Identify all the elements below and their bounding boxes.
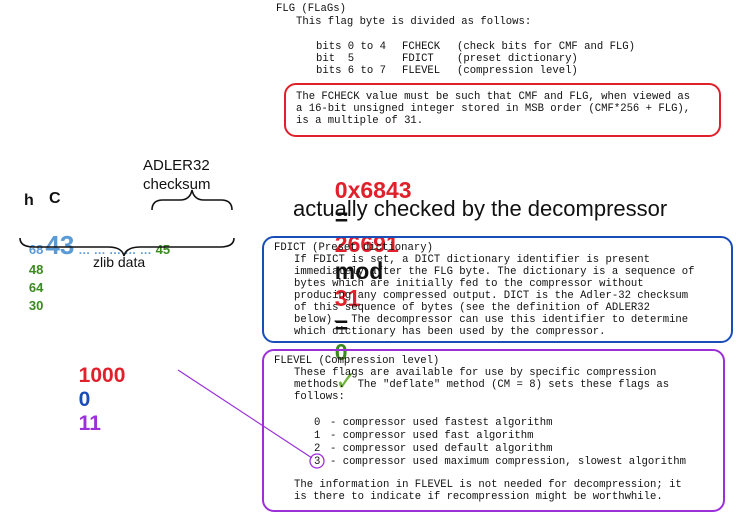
- checksum-byte-2: 64: [28, 280, 44, 295]
- flevel-connector-line: [177, 369, 313, 459]
- equation-modulus: 31: [334, 285, 361, 311]
- adler-label: ADLER32: [143, 157, 210, 174]
- equation-equals-2: =: [334, 312, 349, 338]
- zlib-data-brace: [19, 237, 235, 257]
- flevel-option-1-num: 1: [314, 430, 321, 442]
- fcheck-box: The FCHECK value must be such that CMF a…: [284, 83, 721, 137]
- flevel-option-2-num: 2: [314, 443, 321, 455]
- h-label: h: [24, 192, 34, 209]
- checksum-equation: 0x6843 = 26691 mod 31 = 0 ✓: [322, 150, 412, 397]
- fdict-heading: FDICT (Preset dictionary): [274, 242, 433, 254]
- fcheck-bits-value: 1000: [78, 364, 126, 387]
- option-3-highlight-circle: [309, 453, 325, 469]
- fdict-line-2: bytes which are initially fed to the com…: [294, 278, 644, 290]
- fdict-box: FDICT (Preset dictionary) If FDICT is se…: [262, 236, 733, 343]
- checksum-byte-3: 30: [28, 298, 44, 313]
- flg-intro: This flag byte is divided as follows:: [296, 16, 532, 28]
- flevel-option-3-num: 3: [314, 456, 321, 468]
- flg-desc-2: (compression level): [457, 65, 578, 77]
- flg-bits-1: bit 5: [316, 53, 355, 65]
- decompressor-caption: actually checked by the decompressor: [293, 196, 668, 221]
- checksum-byte-0: 45: [155, 242, 171, 257]
- c-label: C: [49, 190, 61, 207]
- flg-name-2: FLEVEL: [402, 65, 441, 77]
- fcheck-line-1: a 16-bit unsigned integer stored in MSB …: [296, 103, 691, 115]
- equation-mod: mod: [334, 258, 384, 284]
- fdict-line-4: of this sequence of bytes (see the defin…: [294, 302, 651, 314]
- equation-equals-1: =: [334, 204, 349, 230]
- flevel-option-3-text: - compressor used maximum compression, s…: [330, 456, 687, 468]
- fdict-bit-value: 0: [78, 388, 91, 411]
- fcheck-line-2: is a multiple of 31.: [296, 115, 424, 127]
- fdict-line-1: immediately after the FLG byte. The dict…: [294, 266, 695, 278]
- fdict-line-3: producing any compressed output. DICT is…: [294, 290, 689, 302]
- flg-name-1: FDICT: [402, 53, 434, 65]
- checksum-brace: [151, 189, 233, 211]
- flevel-bits-value: 11: [78, 412, 101, 435]
- byte-cmf: 68: [28, 242, 44, 257]
- flevel-option-0-num: 0: [314, 417, 321, 429]
- zlib-byte-stream: 6843… … … … …45 48 64 30: [20, 212, 170, 315]
- equation-hex: 0x6843: [334, 177, 412, 203]
- flg-bits-value: 1000 0 11: [67, 340, 126, 436]
- flevel-option-2-text: - compressor used default algorithm: [330, 443, 553, 455]
- fdict-line-5: below). The decompressor can use this id…: [294, 314, 689, 326]
- byte-flg: 43: [45, 230, 75, 260]
- flevel-note-0: The information in FLEVEL is not needed …: [294, 479, 682, 491]
- flg-desc-0: (check bits for CMF and FLG): [457, 41, 636, 53]
- flevel-line-1: methods. The "deflate" method (CM = 8) s…: [294, 379, 670, 391]
- checksum-label: checksum: [143, 176, 211, 193]
- equation-result: 0: [334, 339, 348, 365]
- flevel-option-1-text: - compressor used fast algorithm: [330, 430, 534, 442]
- flevel-note-1: is there to indicate if recompression mi…: [294, 491, 663, 503]
- flevel-line-0: These flags are available for use by spe…: [294, 367, 657, 379]
- check-mark-icon: ✓: [334, 366, 358, 396]
- flevel-box: FLEVEL (Compression level) These flags a…: [262, 349, 725, 512]
- fdict-line-0: If FDICT is set, a DICT dictionary ident…: [294, 254, 651, 266]
- flevel-heading: FLEVEL (Compression level): [274, 355, 440, 367]
- flevel-line-2: follows:: [294, 391, 345, 403]
- checksum-byte-1: 48: [28, 262, 44, 277]
- flevel-option-0-text: - compressor used fastest algorithm: [330, 417, 553, 429]
- fdict-line-6: which dictionary has been used by the co…: [294, 326, 606, 338]
- zlib-data-label: zlib data: [93, 254, 146, 270]
- flg-bits-2: bits 6 to 7: [316, 65, 386, 77]
- flg-heading: FLG (FLaGs): [276, 3, 346, 15]
- flg-bits-0: bits 0 to 4: [316, 41, 386, 53]
- fcheck-line-0: The FCHECK value must be such that CMF a…: [296, 91, 691, 103]
- flg-name-0: FCHECK: [402, 41, 441, 53]
- flg-desc-1: (preset dictionary): [457, 53, 578, 65]
- equation-decimal: 26691: [334, 231, 399, 257]
